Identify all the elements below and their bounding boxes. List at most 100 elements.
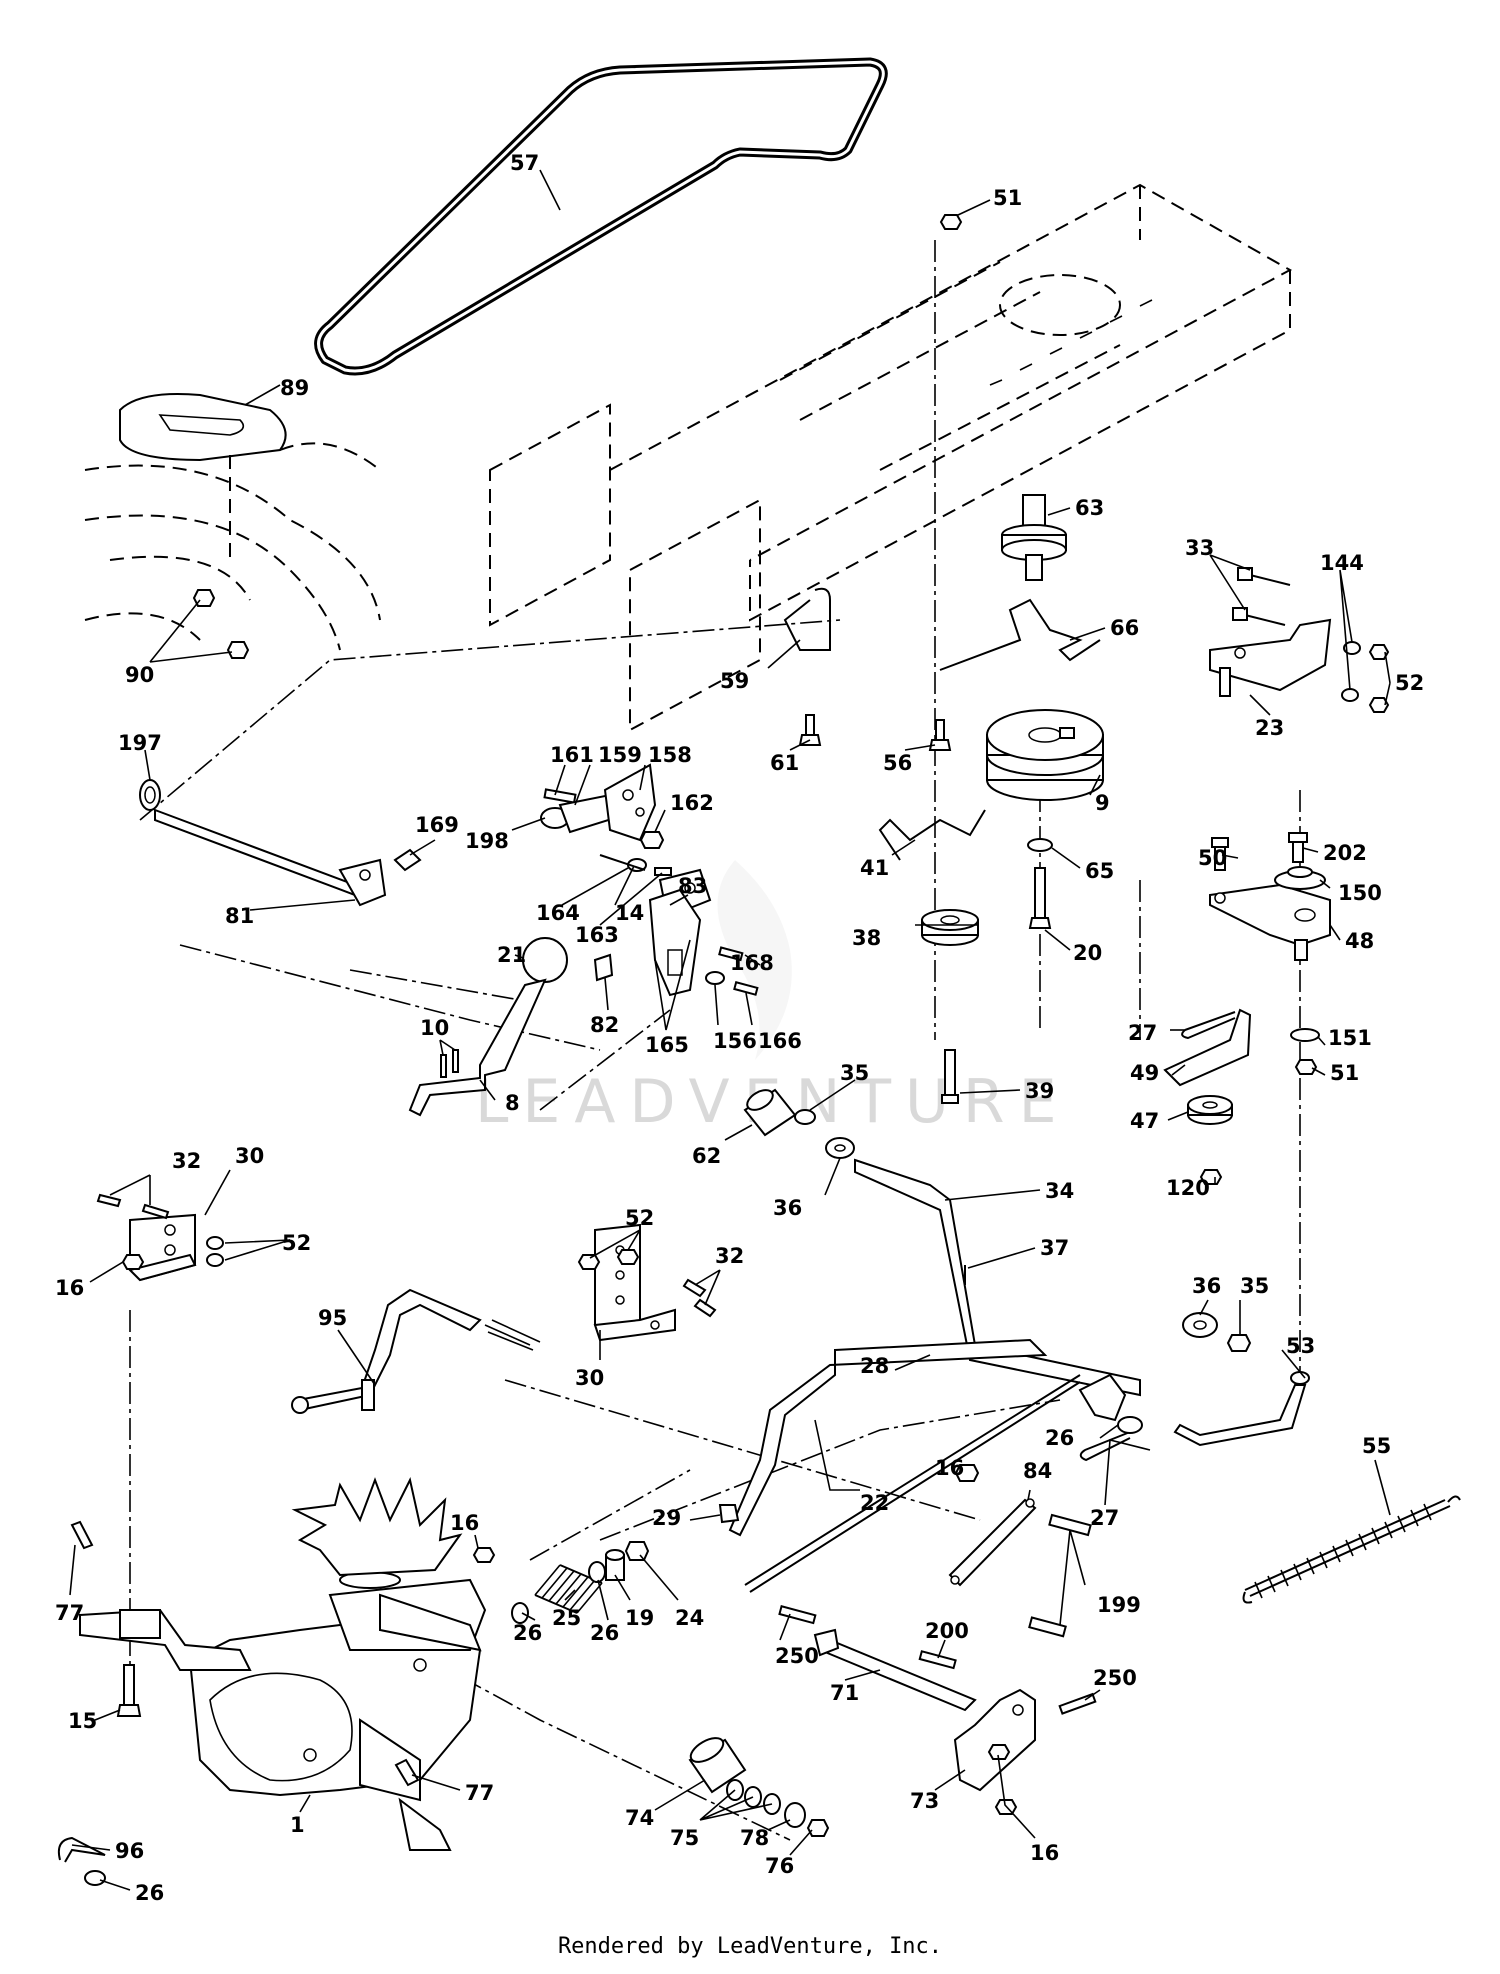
callout-30: 30 <box>235 1144 264 1168</box>
part-74-sleeve <box>688 1737 747 1794</box>
part-56-bolt <box>928 719 952 751</box>
callout-83: 83 <box>678 874 707 898</box>
callout-56: 56 <box>883 751 912 775</box>
part-27-pin-lower <box>1079 1431 1131 1462</box>
callout-89: 89 <box>280 376 309 400</box>
part-41-clip <box>878 809 986 861</box>
callout-162: 162 <box>670 791 714 815</box>
part-65-washer <box>1027 838 1053 852</box>
part-21-knob <box>522 937 568 983</box>
part-28-bracket <box>1078 1373 1127 1422</box>
callout-49: 49 <box>1130 1061 1159 1085</box>
part-151-washer <box>1290 1028 1320 1042</box>
callout-23: 23 <box>1255 716 1284 740</box>
callout-65: 65 <box>1085 859 1114 883</box>
part-36-washer-upper <box>825 1137 855 1159</box>
part-150-bushing <box>1274 866 1326 890</box>
part-73-bracket <box>953 1688 1036 1792</box>
part-16-nut-bottom-a <box>987 1744 1011 1760</box>
part-77-key-upper <box>70 1520 94 1550</box>
callout-51: 51 <box>993 186 1022 210</box>
callout-150: 150 <box>1338 881 1382 905</box>
callout-199: 199 <box>1097 1593 1141 1617</box>
part-202-bolt <box>1288 832 1308 863</box>
part-32-bolts-left <box>96 1193 170 1220</box>
callout-20: 20 <box>1073 941 1102 965</box>
callout-73: 73 <box>910 1789 939 1813</box>
part-82-clip <box>593 953 614 982</box>
watermark-logo <box>717 860 792 1060</box>
callout-163: 163 <box>575 923 619 947</box>
callout-74: 74 <box>625 1806 654 1830</box>
part-16-nut-top-left <box>121 1254 145 1270</box>
part-78-washer <box>784 1802 806 1828</box>
callout-84: 84 <box>1023 1459 1052 1483</box>
callout-16-bottom: 16 <box>1030 1841 1059 1865</box>
part-52-nuts-right <box>1368 644 1390 713</box>
callout-34: 34 <box>1045 1179 1074 1203</box>
part-199-bolts <box>1028 1513 1092 1638</box>
part-51-nut-top <box>939 214 963 230</box>
part-28-rod <box>728 1338 1048 1537</box>
part-47-pulley <box>1187 1095 1233 1125</box>
callout-95: 95 <box>318 1306 347 1330</box>
part-1-transaxle <box>79 1477 487 1851</box>
part-77-key-lower <box>394 1758 420 1787</box>
callout-62: 62 <box>692 1144 721 1168</box>
part-169-clip <box>393 848 422 872</box>
part-26-washer-b <box>588 1561 606 1583</box>
tractor-frame <box>489 183 1293 732</box>
part-53-rod <box>1173 1384 1307 1447</box>
part-39-bolt <box>941 1049 959 1104</box>
part-55-spring <box>1242 1495 1461 1604</box>
callout-81: 81 <box>225 904 254 928</box>
callout-198: 198 <box>465 829 509 853</box>
callout-41: 41 <box>860 856 889 880</box>
part-76-nut <box>806 1819 830 1837</box>
part-20-bolt <box>1028 867 1052 929</box>
part-19-spacer <box>605 1549 625 1581</box>
callout-250-right: 250 <box>1093 1666 1137 1690</box>
callout-166: 166 <box>758 1029 802 1053</box>
callout-1: 1 <box>290 1813 305 1837</box>
part-144-washers <box>1341 641 1361 702</box>
callout-36: 36 <box>773 1196 802 1220</box>
part-22-rod <box>744 1374 1081 1593</box>
part-50-bolt <box>1211 837 1229 871</box>
callout-63: 63 <box>1075 496 1104 520</box>
part-48-idler-arm <box>1209 883 1331 961</box>
part-29-cap <box>718 1504 740 1524</box>
callout-161: 161 <box>550 743 594 767</box>
callout-71: 71 <box>830 1681 859 1705</box>
callout-59: 59 <box>720 669 749 693</box>
callout-26-bottom: 26 <box>135 1881 164 1905</box>
callout-26-upper: 26 <box>1045 1426 1074 1450</box>
callout-96: 96 <box>115 1839 144 1863</box>
callout-38: 38 <box>852 926 881 950</box>
callout-52-left: 52 <box>282 1231 311 1255</box>
part-36-washer-lower <box>1182 1312 1218 1338</box>
part-57-drive-belt <box>314 57 888 376</box>
callout-250-left: 250 <box>775 1644 819 1668</box>
part-26-washer-upper <box>1117 1416 1143 1434</box>
callout-19: 19 <box>625 1606 654 1630</box>
part-66-spring-rod <box>939 598 1101 671</box>
callout-200: 200 <box>925 1619 969 1643</box>
callout-36-right: 36 <box>1192 1274 1221 1298</box>
part-15-bolt <box>116 1664 142 1717</box>
callout-75: 75 <box>670 1826 699 1850</box>
callout-48: 48 <box>1345 929 1374 953</box>
callout-32: 32 <box>172 1149 201 1173</box>
callout-66: 66 <box>1110 616 1139 640</box>
part-168-bolt <box>718 946 744 962</box>
callout-39: 39 <box>1025 1079 1054 1103</box>
callout-76: 76 <box>765 1854 794 1878</box>
callout-8: 8 <box>505 1091 520 1115</box>
callout-82: 82 <box>590 1013 619 1037</box>
callout-165: 165 <box>645 1033 689 1057</box>
callout-27: 27 <box>1128 1021 1157 1045</box>
callout-197: 197 <box>118 731 162 755</box>
part-32-bolts-right <box>682 1278 717 1318</box>
part-197-bushing <box>139 779 161 811</box>
